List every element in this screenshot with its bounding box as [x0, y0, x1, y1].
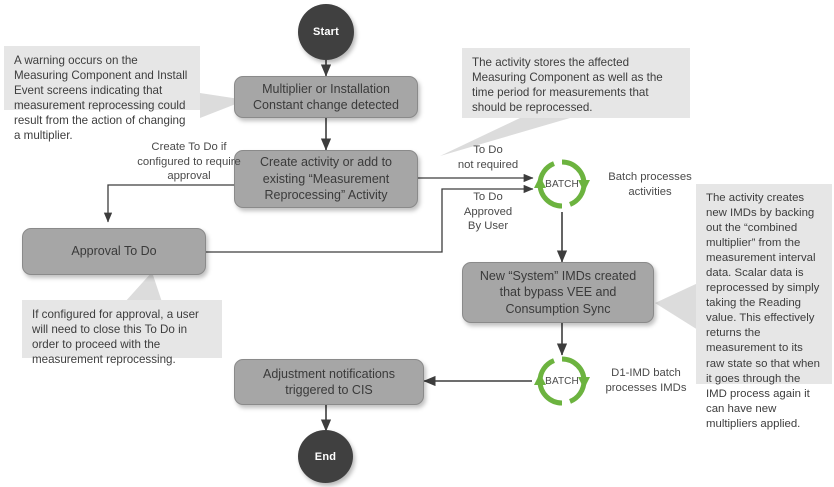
edge-label-batch-processes-activities: Batch processes activities — [608, 171, 692, 198]
batch-icon-activities-label: BATCH — [545, 178, 579, 190]
node-multiplier-change-label: Multiplier or Installation Constant chan… — [253, 81, 399, 113]
node-create-activity[interactable]: Create activity or add to existing “Meas… — [234, 150, 418, 208]
circular-arrows-icon — [534, 356, 590, 406]
edge-create-activity-to-approval — [103, 184, 234, 223]
callout-activity-stores-note: The activity stores the affected Measuri… — [462, 48, 690, 118]
batch-icon-imds[interactable]: BATCH — [534, 353, 590, 409]
activity-stores-note-tail-icon — [440, 118, 570, 156]
node-create-activity-label: Create activity or add to existing “Meas… — [259, 155, 392, 203]
node-start-label: Start — [312, 26, 340, 38]
node-start[interactable]: Start — [298, 4, 354, 60]
node-adjustment-notifications[interactable]: Adjustment notifications triggered to CI… — [234, 359, 424, 405]
node-approval-todo[interactable]: Approval To Do — [22, 228, 206, 275]
edge-approval-to-batch — [206, 184, 534, 253]
imd-note-tail-icon — [655, 283, 698, 330]
edge-label-todo-not-required: To Do not required — [457, 144, 519, 171]
callout-approval-note: If configured for approval, a user will … — [22, 300, 222, 366]
node-system-imds-label: New “System” IMDs created that bypass VE… — [479, 268, 637, 316]
node-end[interactable]: End — [298, 430, 353, 483]
approval-note-tail-icon — [125, 272, 162, 302]
batch-icon-imds-label: BATCH — [545, 375, 579, 387]
edge-label-d1-imd-batch: D1-IMD batch processes IMDs — [605, 367, 687, 394]
callout-imd-creation-note: The activity creates new IMDs by backing… — [696, 184, 832, 430]
batch-icon-activities[interactable]: BATCH — [534, 156, 590, 212]
node-adjustment-notifications-label: Adjustment notifications triggered to CI… — [262, 366, 395, 398]
node-approval-todo-label: Approval To Do — [71, 244, 157, 259]
node-end-label: End — [314, 450, 337, 463]
callout-warning-note: A warning occurs on the Measuring Compon… — [4, 46, 200, 142]
node-multiplier-change[interactable]: Multiplier or Installation Constant chan… — [234, 76, 418, 118]
edge-label-create-todo: Create To Do if configured to require ap… — [137, 141, 241, 183]
edge-label-todo-approved: To Do Approved By User — [463, 191, 513, 233]
circular-arrows-icon — [534, 159, 590, 209]
node-system-imds[interactable]: New “System” IMDs created that bypass VE… — [462, 262, 654, 323]
